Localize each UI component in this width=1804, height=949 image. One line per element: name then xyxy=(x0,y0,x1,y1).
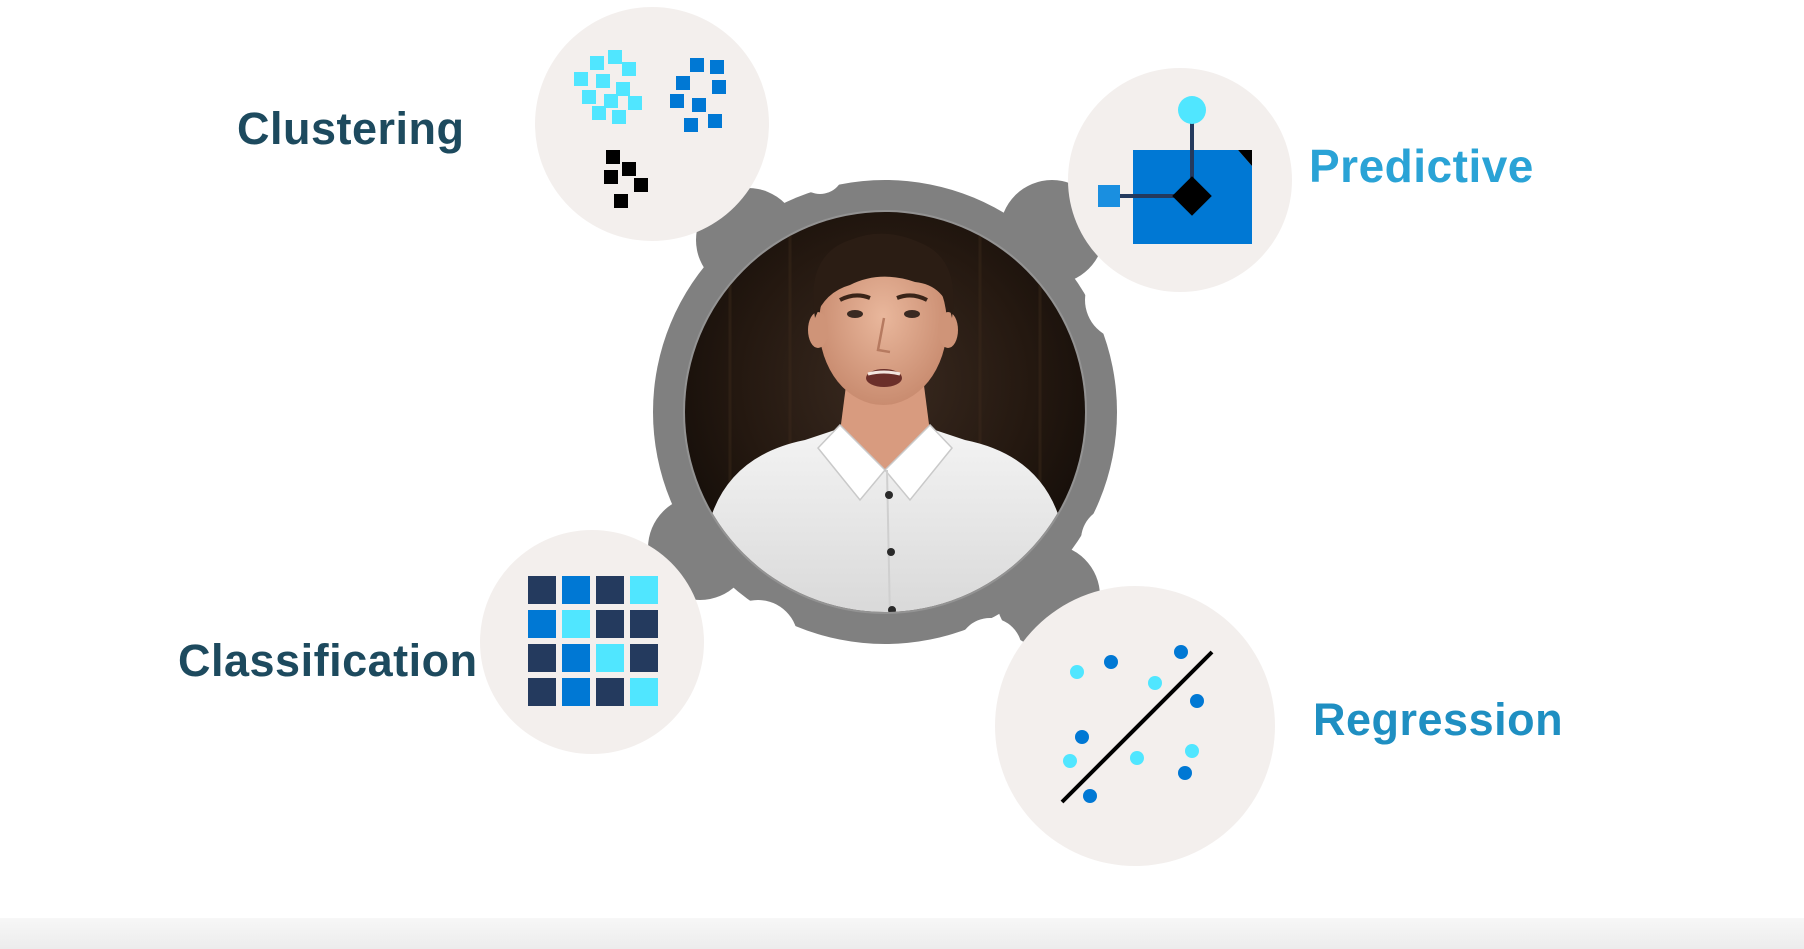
hub-cutouts xyxy=(582,146,1165,682)
regression-node xyxy=(995,586,1275,866)
predictive-label: Predictive xyxy=(1309,140,1534,192)
predictive-node xyxy=(1068,68,1292,292)
presenter-video-frame xyxy=(683,210,1087,614)
regression-label: Regression xyxy=(1313,694,1564,745)
predictive-icon xyxy=(1098,96,1252,244)
bottom-bar xyxy=(0,918,1804,949)
classification-node xyxy=(480,530,704,754)
classification-label: Classification xyxy=(178,635,478,686)
regression-scatter-icon xyxy=(1060,645,1214,804)
clustering-node xyxy=(535,7,769,241)
clustering-label: Clustering xyxy=(237,103,465,154)
clustering-icon xyxy=(574,50,726,208)
classification-grid-icon xyxy=(528,576,658,706)
